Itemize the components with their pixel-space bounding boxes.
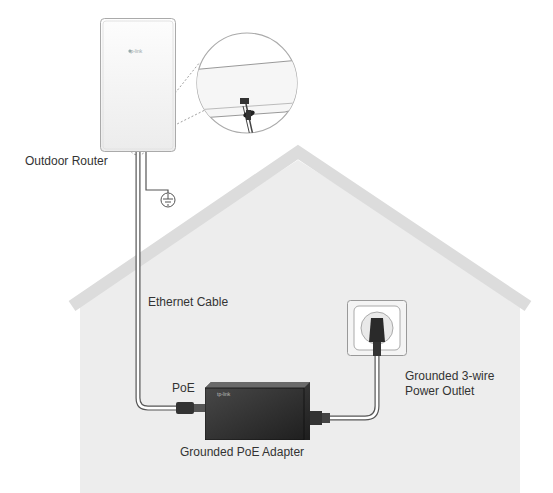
- cable-label: Ethernet Cable: [148, 295, 228, 310]
- poe-adapter-art: [205, 382, 310, 440]
- poe-adapter: PoEGrounded PoE Adaptertp-link: [205, 382, 310, 440]
- rj45-plug: [194, 404, 205, 412]
- ethernet-cable: [138, 152, 205, 408]
- power-outlet: Grounded 3-wire Power Outlet: [347, 300, 407, 356]
- rj45-plug: [176, 402, 194, 414]
- brand-logo: tp-link: [129, 48, 142, 54]
- ground-symbol: [168, 194, 169, 199]
- ground-symbol: [165, 202, 171, 203]
- ground-symbol: [163, 199, 173, 200]
- ground-symbol: [167, 205, 169, 206]
- ground-symbol: [161, 193, 175, 207]
- zoom-detail: [190, 60, 300, 140]
- node-label: Grounded 3-wire Power Outlet: [405, 369, 513, 399]
- house-body: [80, 160, 520, 493]
- power-plug: [322, 413, 330, 423]
- power-cord: [310, 356, 377, 418]
- outdoor-router-art: [100, 18, 176, 152]
- ground-wire: [146, 152, 168, 193]
- power-plug: [310, 411, 322, 425]
- power-outlet-art: [347, 300, 407, 356]
- node-label: Grounded PoE Adapter: [180, 445, 304, 460]
- node-label: PoE: [172, 381, 195, 396]
- node-label: Outdoor Router: [25, 154, 108, 169]
- outdoor-router: Outdoor Routertp-link: [100, 18, 176, 152]
- brand-logo: tp-link: [217, 391, 230, 397]
